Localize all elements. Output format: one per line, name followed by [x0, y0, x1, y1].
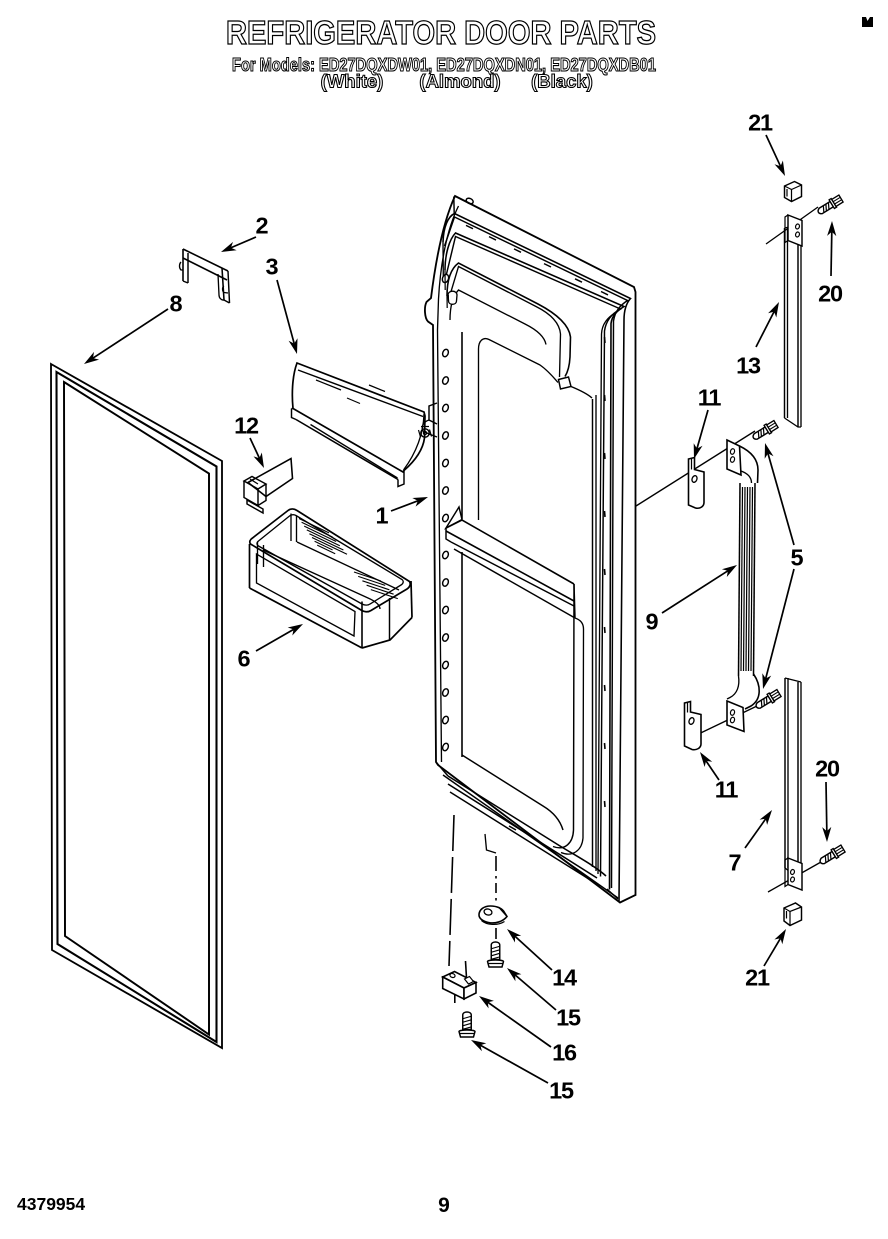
svg-text:13: 13	[736, 353, 761, 379]
svg-text:(White): (White)	[321, 71, 384, 92]
svg-text:15: 15	[549, 1078, 574, 1104]
svg-text:4379954: 4379954	[17, 1194, 85, 1214]
svg-text:12: 12	[234, 413, 259, 439]
svg-text:16: 16	[552, 1040, 577, 1066]
svg-text:11: 11	[698, 385, 722, 411]
svg-text:8: 8	[169, 291, 182, 317]
svg-text:1: 1	[375, 503, 388, 529]
svg-text:6: 6	[237, 646, 250, 672]
svg-text:20: 20	[815, 756, 840, 782]
svg-text:20: 20	[818, 281, 843, 307]
svg-text:14: 14	[552, 965, 577, 991]
svg-text:21: 21	[745, 965, 770, 991]
svg-text:(Almond): (Almond)	[419, 71, 500, 92]
svg-text:7: 7	[728, 850, 741, 876]
svg-text:3: 3	[265, 254, 278, 280]
svg-text:9: 9	[438, 1194, 450, 1217]
svg-text:REFRIGERATOR DOOR PARTS: REFRIGERATOR DOOR PARTS	[226, 14, 656, 51]
svg-text:5: 5	[790, 545, 803, 571]
svg-text:2: 2	[255, 213, 268, 239]
svg-text:15: 15	[556, 1005, 581, 1031]
svg-text:21: 21	[748, 110, 773, 136]
svg-text:(Black): (Black)	[531, 71, 593, 92]
svg-text:9: 9	[645, 609, 658, 635]
